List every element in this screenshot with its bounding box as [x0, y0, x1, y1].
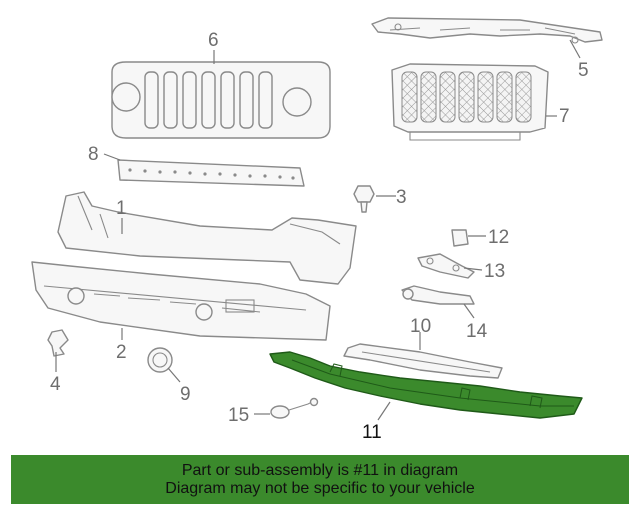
- info-banner: Part or sub-assembly is #11 in diagram D…: [11, 455, 629, 504]
- callout-8: 8: [88, 144, 99, 165]
- callout-14: 14: [466, 321, 488, 342]
- harness-part: [270, 397, 319, 419]
- absorber-part: [343, 343, 503, 379]
- grille-insert-part: [391, 63, 549, 141]
- callout-12: 12: [488, 227, 509, 248]
- callout-9: 9: [180, 384, 191, 405]
- callout-2: 2: [116, 342, 127, 363]
- push-pin-part: [47, 329, 69, 357]
- lower-fascia-part: [31, 261, 331, 341]
- callout-3: 3: [396, 187, 407, 208]
- grille-part: [111, 61, 331, 139]
- bracket-part-14: [401, 285, 475, 305]
- callout-4: 4: [50, 374, 61, 395]
- valance-part-highlighted: [269, 351, 583, 419]
- parts-diagram: 6 5 7 8 3 1 2 4 9 10 11 12 13 14 15: [31, 17, 603, 443]
- callout-11: 11: [362, 422, 382, 443]
- screw-part: [353, 185, 375, 213]
- callout-5: 5: [578, 60, 589, 81]
- bracket-part-13: [417, 253, 475, 279]
- callout-15: 15: [228, 405, 249, 426]
- reinforcement-bar-part: [117, 159, 305, 187]
- upper-reinforcement-part: [371, 17, 603, 44]
- callout-labels: 6 5 7 8 3 1 2 4 9 10 11 12 13 14 15: [50, 30, 589, 443]
- banner-line-1: Part or sub-assembly is #11 in diagram: [181, 462, 459, 479]
- bumper-cover-part: [57, 191, 357, 285]
- callout-7: 7: [559, 106, 570, 127]
- fog-lamp-part: [147, 347, 173, 373]
- banner-line-2: Diagram may not be specific to your vehi…: [165, 480, 475, 497]
- leader-lines: [55, 39, 581, 421]
- callout-13: 13: [484, 261, 505, 282]
- callout-10: 10: [410, 316, 431, 337]
- callout-1: 1: [116, 198, 127, 219]
- bracket-part-12: [451, 229, 469, 247]
- callout-6: 6: [208, 30, 219, 51]
